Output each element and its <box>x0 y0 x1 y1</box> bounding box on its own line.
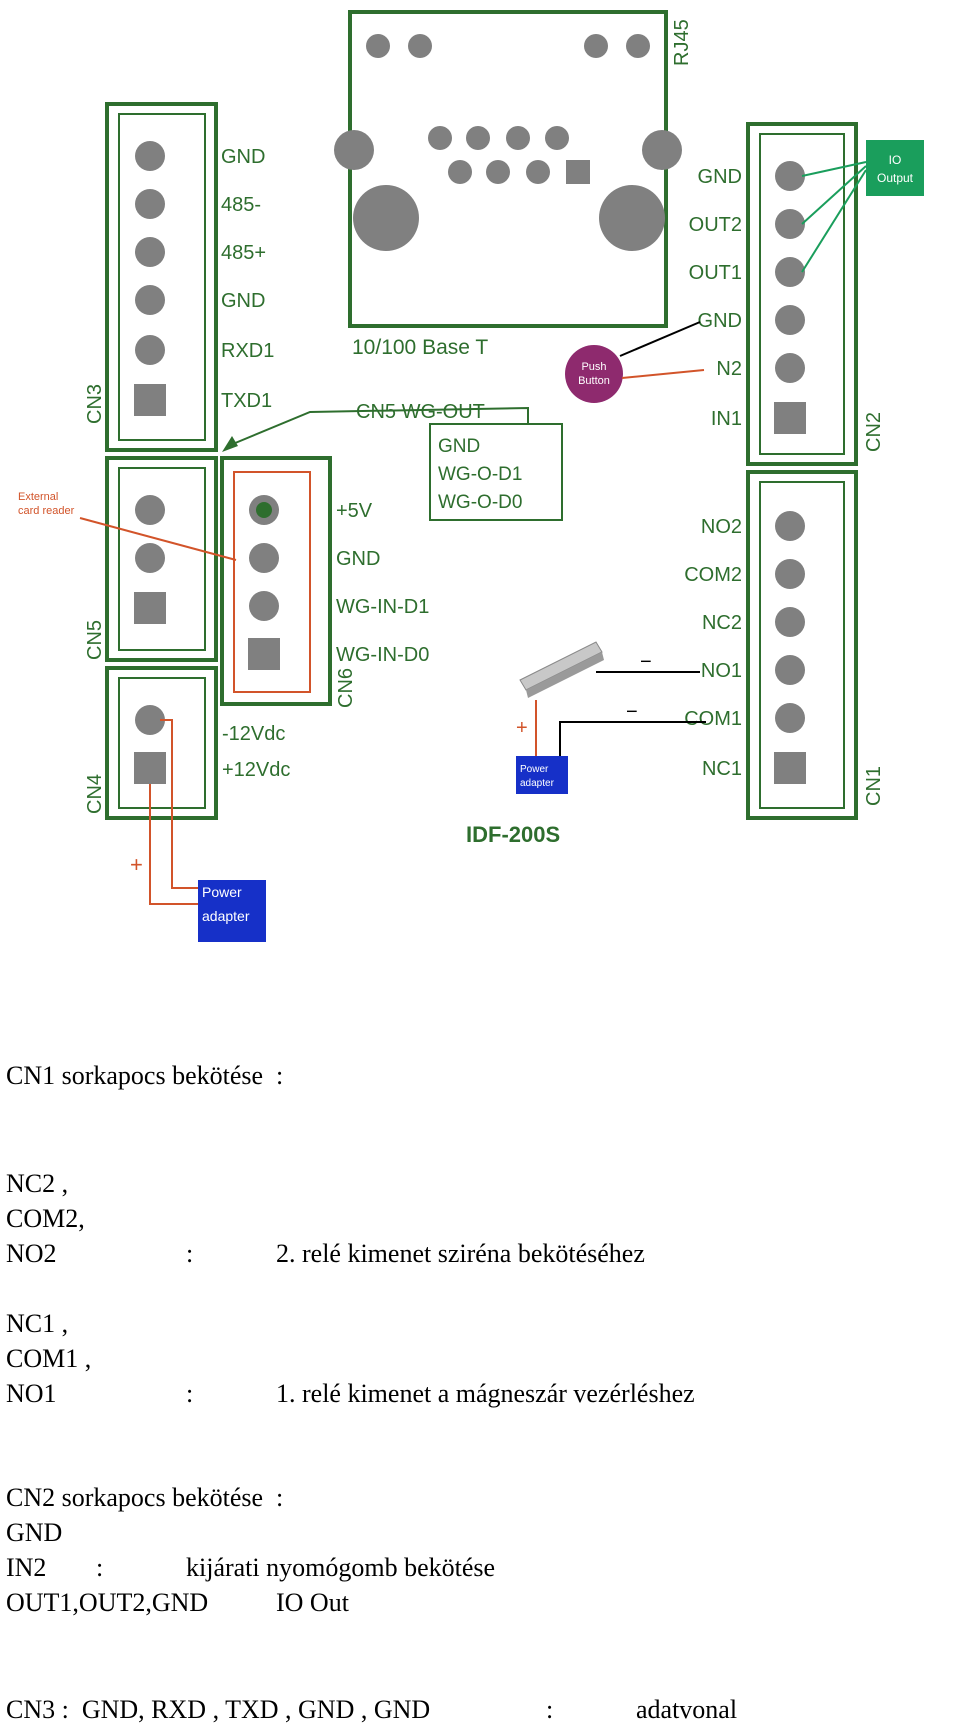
cn3-connector: GND 485- 485+ GND RXD1 TXD1 CN3 <box>84 102 274 452</box>
cn3-pin-label: GND <box>221 290 265 312</box>
cn3-description: adatvonal <box>636 1695 738 1724</box>
minus-sign: − <box>640 651 652 673</box>
cn2-pin-label: GND <box>698 310 742 332</box>
cn6-connector: +5V GND WG-IN-D1 WG-IN-D0 CN6 <box>220 456 429 708</box>
relay2-line: NO2 <box>6 1239 57 1268</box>
power-adapter-small: Power adapter <box>516 756 568 794</box>
wg-out-line: GND <box>438 436 480 457</box>
cn3-pin-label: TXD1 <box>221 390 272 412</box>
cn6-label: CN6 <box>335 668 357 708</box>
relay2-line: COM2, <box>6 1204 85 1233</box>
cn6-pin-label: WG-IN-D0 <box>336 644 429 666</box>
rj45-connector: RJ45 10/100 Base T <box>334 10 693 359</box>
io-output-label: Output <box>877 171 914 185</box>
power-adapter-label: Power <box>202 884 242 900</box>
rj45-caption: 10/100 Base T <box>352 336 488 359</box>
cn2-pin-label: N2 <box>716 358 742 380</box>
wg-out-title: CN5 WG-OUT <box>356 401 485 423</box>
external-card-reader: External card reader <box>18 491 237 561</box>
cn4-pin-label: -12Vdc <box>222 723 285 745</box>
cn6-pin-label: GND <box>336 548 380 570</box>
cn1-pin-label: COM1 <box>684 708 742 730</box>
relay1-description: 1. relé kimenet a mágneszár vezérléshez <box>276 1379 695 1408</box>
relay2-separator: : <box>186 1239 194 1268</box>
wg-out-line: WG-O-D1 <box>438 464 522 485</box>
cn3-separator: : <box>546 1695 554 1724</box>
external-reader-label: card reader <box>18 505 75 517</box>
cn2-connector: GND OUT2 OUT1 GND N2 IN1 CN2 <box>689 122 885 466</box>
magnetic-lock: − − + <box>516 641 706 756</box>
cn2-pin-label: OUT2 <box>689 214 742 236</box>
cn3-label: CN3 <box>84 384 106 424</box>
cn3-pin-label: RXD1 <box>221 340 274 362</box>
external-reader-label: External <box>18 491 58 503</box>
relay1-line: NO1 <box>6 1379 57 1408</box>
wiring-diagram: RJ45 10/100 Base T GND 485- 485+ GND RXD… <box>18 10 924 942</box>
push-button: Push Button <box>565 321 705 403</box>
io-output-label: IO <box>889 153 902 167</box>
push-button-label: Button <box>578 375 610 387</box>
cn5-wg-out-callout: CN5 WG-OUT GND WG-O-D1 WG-O-D0 <box>222 401 563 521</box>
cn1-label: CN1 <box>863 766 885 806</box>
plus-sign: + <box>516 717 528 739</box>
cn2-pin-label: IN1 <box>711 408 742 430</box>
cn1-pin-label: NC1 <box>702 758 742 780</box>
cn3-pin-label: GND <box>221 146 265 168</box>
relay2-line: NC2 , <box>6 1169 69 1198</box>
minus-sign: − <box>626 701 638 723</box>
cn4-pin-label: +12Vdc <box>222 759 290 781</box>
cn1-pin-label: NC2 <box>702 612 742 634</box>
rj45-label: RJ45 <box>671 19 693 66</box>
cn1-pin-label: NO1 <box>701 660 742 682</box>
cn2-gnd: GND <box>6 1518 63 1547</box>
cn3-pin-label: 485- <box>221 194 261 216</box>
cn3-line: CN3 : GND, RXD , TXD , GND , GND <box>6 1695 431 1724</box>
cn1-connector: NO2 COM2 NC2 NO1 COM1 NC1 CN1 <box>684 470 885 820</box>
plus-sign: + <box>130 852 143 877</box>
wg-out-line: WG-O-D0 <box>438 492 522 513</box>
cn4-connector: -12Vdc +12Vdc CN4 + <box>84 666 290 905</box>
cn2-label: CN2 <box>863 412 885 452</box>
power-adapter-label: adapter <box>520 778 555 789</box>
cn3-pin-label: 485+ <box>221 242 266 264</box>
cn2-pin-label: OUT1 <box>689 262 742 284</box>
cn2-in2-description: kijárati nyomógomb bekötése <box>186 1553 496 1582</box>
cn2-title: CN2 sorkapocs bekötése : <box>6 1483 284 1512</box>
cn4-label: CN4 <box>84 774 106 814</box>
power-adapter-large: Power adapter <box>198 880 266 942</box>
power-adapter-label: adapter <box>202 908 250 924</box>
cn2-out: OUT1,OUT2,GND <box>6 1588 209 1617</box>
cn2-pin-label: GND <box>698 166 742 188</box>
relay1-line: NC1 , <box>6 1309 69 1338</box>
product-name: IDF-200S <box>466 822 560 847</box>
cn5-connector: CN5 <box>84 456 218 662</box>
cn6-pin-label: WG-IN-D1 <box>336 596 429 618</box>
cn1-title: CN1 sorkapocs bekötése : <box>6 1061 284 1090</box>
cn5-label: CN5 <box>84 620 106 660</box>
cn2-in2: IN2 <box>6 1553 47 1582</box>
relay1-separator: : <box>186 1379 194 1408</box>
push-button-label: Push <box>581 361 606 373</box>
cn2-in2-separator: : <box>96 1553 104 1582</box>
cn2-out-description: IO Out <box>276 1588 349 1617</box>
relay1-line: COM1 , <box>6 1344 92 1373</box>
power-adapter-label: Power <box>520 764 549 775</box>
cn1-pin-label: NO2 <box>701 516 742 538</box>
io-output: IO Output <box>801 140 924 273</box>
relay2-description: 2. relé kimenet sziréna bekötéséhez <box>276 1239 645 1268</box>
cn1-pin-label: COM2 <box>684 564 742 586</box>
cn6-pin-label: +5V <box>336 500 373 522</box>
